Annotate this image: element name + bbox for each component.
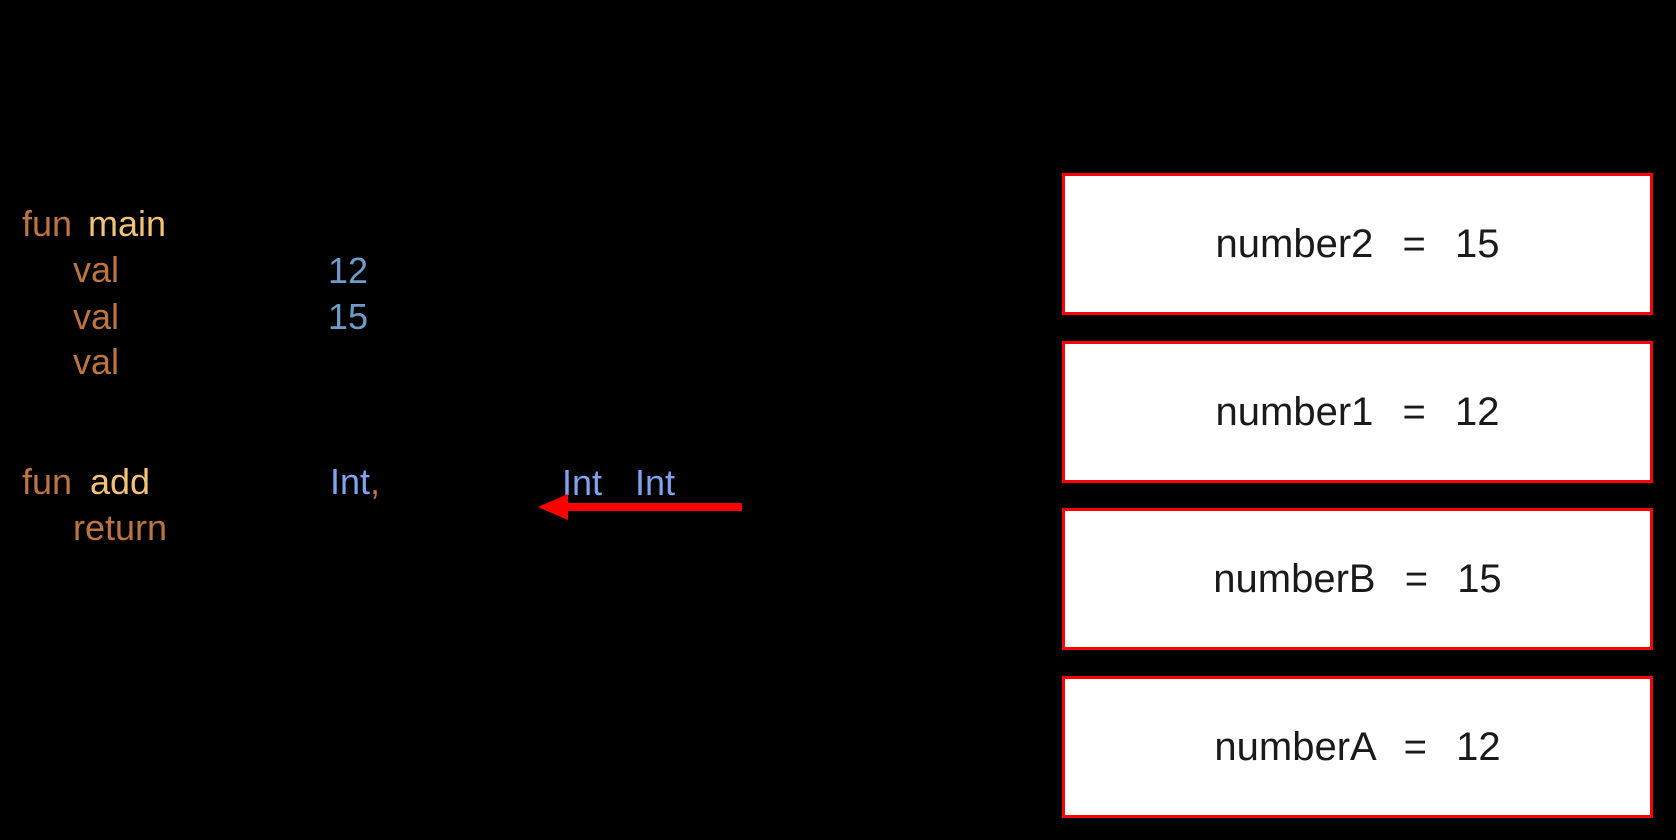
keyword-return: return [73, 507, 168, 548]
keyword-fun-main: fun [22, 203, 73, 244]
stack-frame: numberA = 12 [1062, 676, 1653, 818]
number-literal-15: 15 [328, 296, 369, 337]
type-int-a: Int [562, 462, 603, 503]
stack-frame-label: number2 = 15 [1215, 221, 1500, 266]
type-int-b: Int [635, 462, 676, 503]
keyword-val-3: val [73, 341, 120, 382]
stack-frame-label: number1 = 12 [1215, 389, 1500, 434]
type-int-param: Int, [330, 461, 381, 502]
function-name-add: add [90, 461, 151, 502]
stack-frame: number1 = 12 [1062, 341, 1653, 483]
keyword-val-2: val [73, 296, 120, 337]
keyword-fun-add: fun [22, 461, 73, 502]
stack-frame: number2 = 15 [1062, 173, 1653, 315]
comma: , [370, 461, 381, 502]
number-literal-12: 12 [328, 250, 369, 291]
stack-frame: numberB = 15 [1062, 508, 1653, 650]
stack-frame-label: numberB = 15 [1213, 556, 1502, 601]
keyword-val-1: val [73, 249, 120, 290]
stack-frame-label: numberA = 12 [1214, 724, 1501, 769]
red-left-arrow-icon [538, 494, 742, 520]
function-name-main: main [88, 203, 167, 244]
